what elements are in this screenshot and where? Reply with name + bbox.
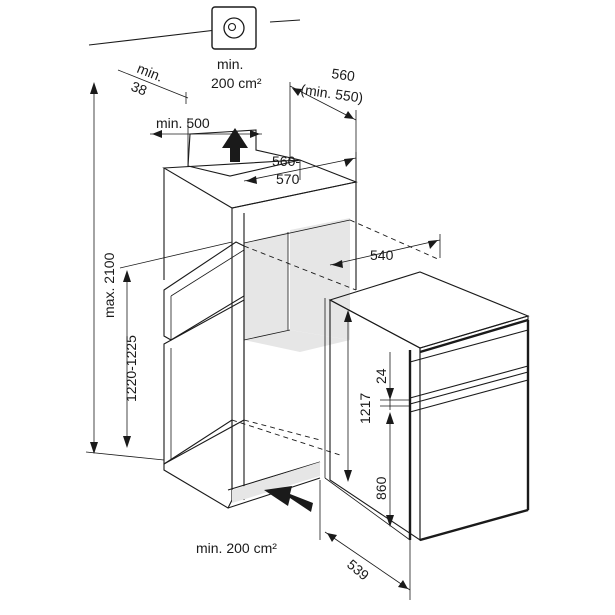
- airflow-arrows: [222, 128, 313, 512]
- depth539-label: 539: [344, 556, 372, 583]
- height-range-label: 1220-1225: [123, 335, 139, 402]
- width560-570-label-line2: 570: [276, 171, 300, 187]
- width560-label-line2: (min. 550): [300, 81, 365, 106]
- top-vent-group: min. 200 cm²: [88, 6, 301, 91]
- dimension-labels: min. 38 min. 500 560 (min. 550) 560- 570…: [101, 60, 394, 584]
- ventilation-grille-icon: [211, 6, 257, 50]
- vent-top-label-line2: 200 cm²: [211, 75, 262, 91]
- ventilation-grille-center-icon: [227, 22, 237, 32]
- cabinet-niche: [162, 129, 441, 509]
- height24-label: 24: [373, 368, 389, 384]
- appliance-body: [324, 271, 530, 542]
- ventilation-grille-ring-icon: [223, 17, 245, 39]
- vent-top-label-line1: min.: [217, 56, 243, 72]
- arrow-icon: [264, 486, 313, 512]
- width560-570-label-line1: 560-: [272, 153, 300, 169]
- height-max-label: max. 2100: [101, 252, 117, 318]
- height1217-label: 1217: [357, 393, 373, 424]
- vent-bottom-label: min. 200 cm²: [196, 540, 277, 556]
- depth540-label: 540: [370, 247, 394, 263]
- height860-label: 860: [373, 476, 389, 500]
- arrow-icon: [222, 128, 248, 162]
- min500-label: min. 500: [156, 115, 210, 131]
- width560-label-line1: 560: [331, 65, 357, 84]
- gap-label-line2: 38: [129, 78, 150, 99]
- dimension-lines: [85, 69, 441, 600]
